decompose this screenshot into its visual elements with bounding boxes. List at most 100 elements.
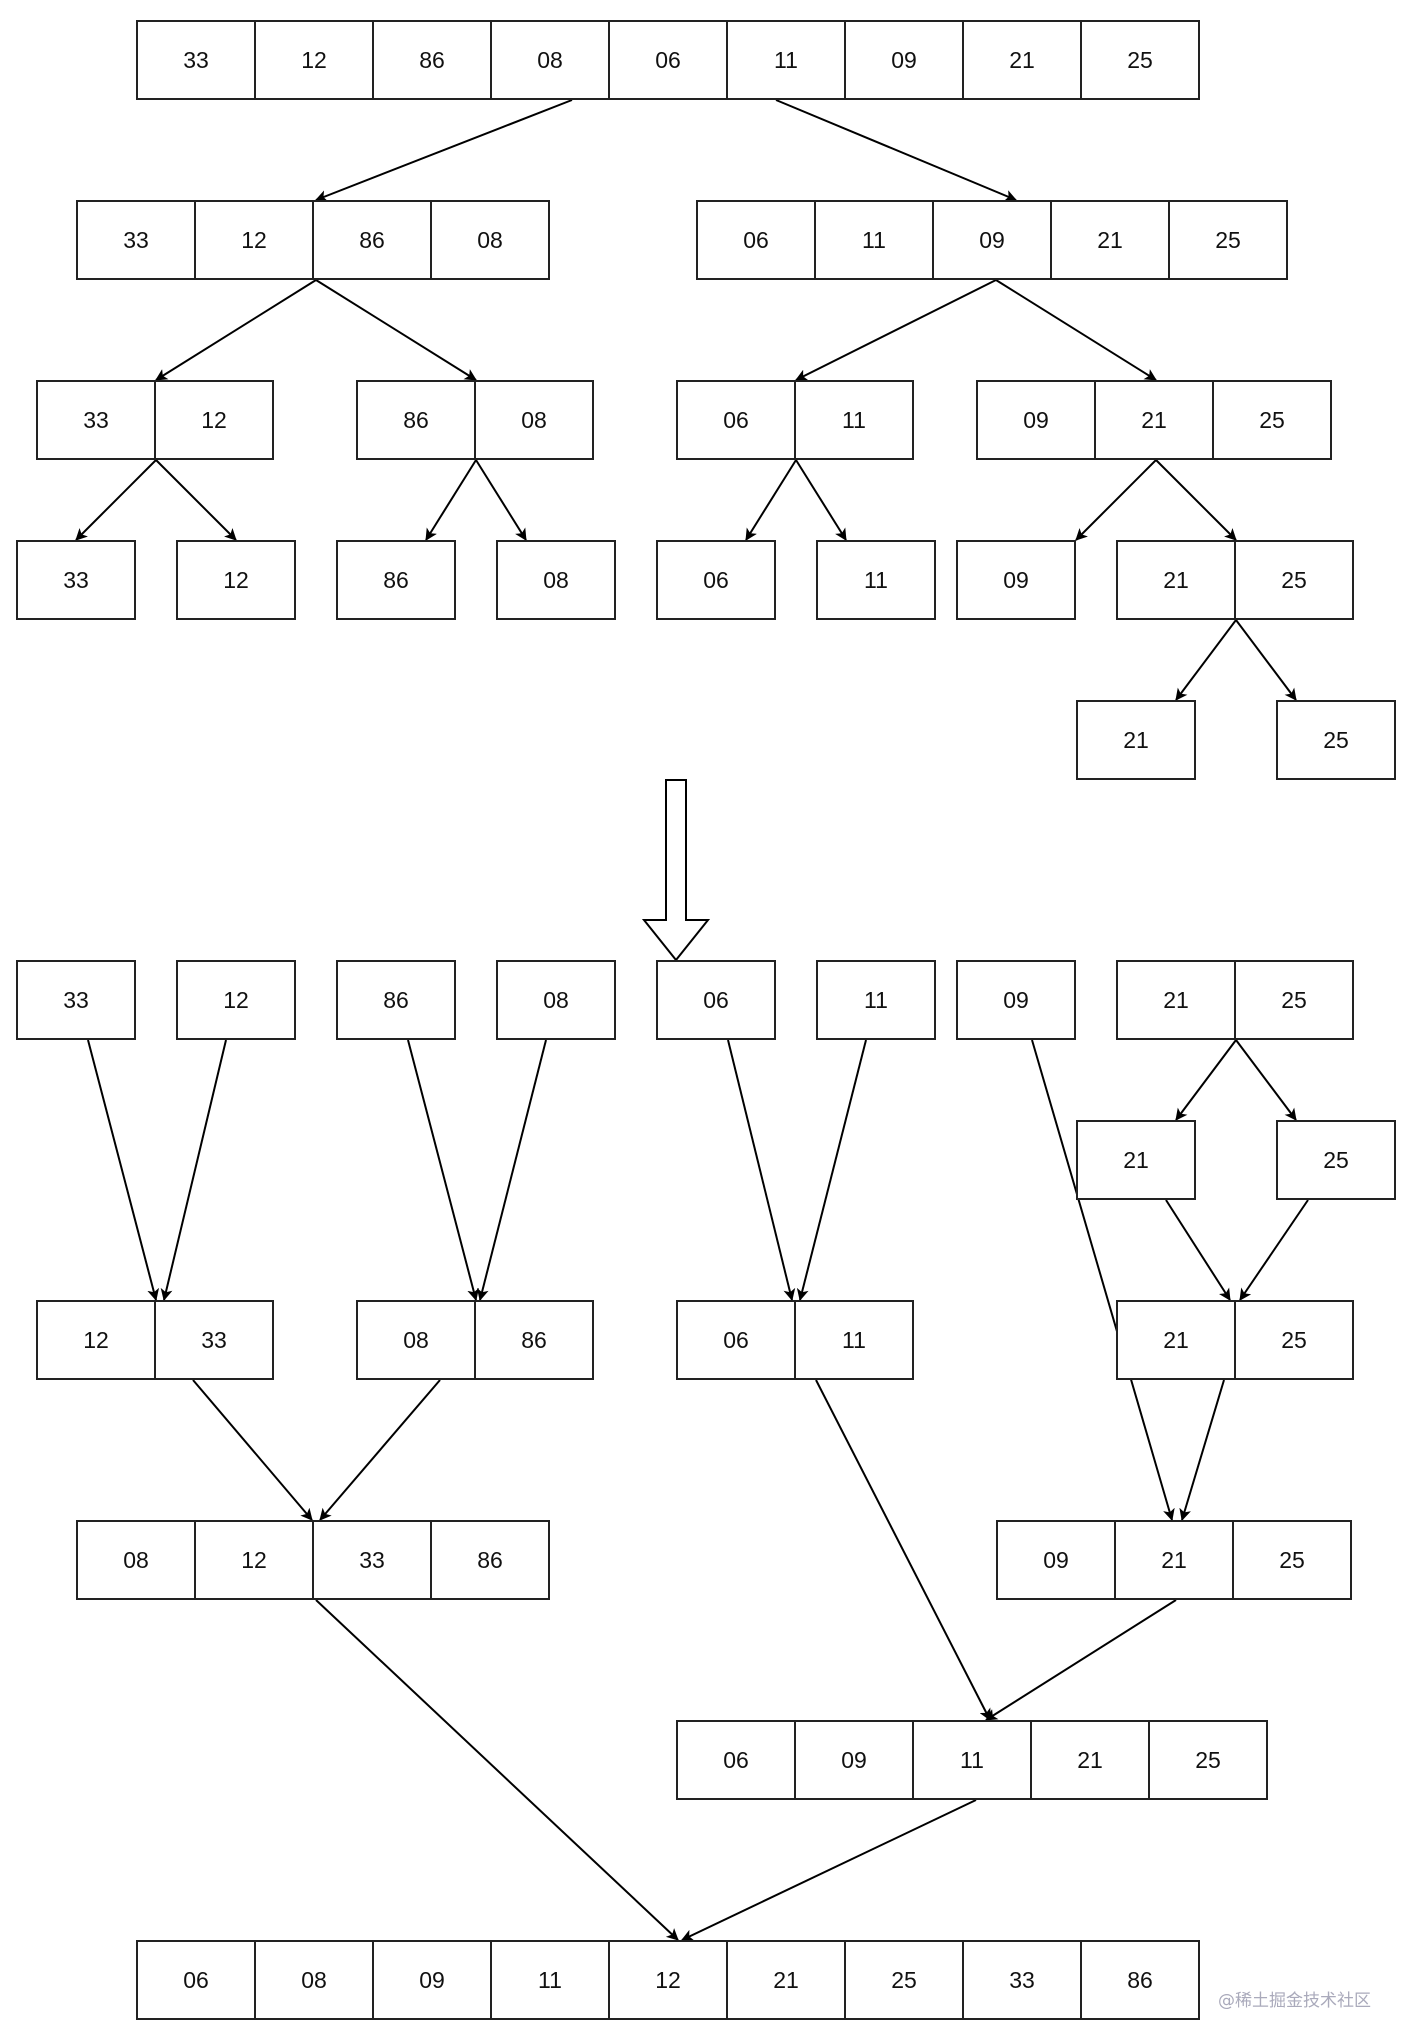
array-cell: 11: [814, 200, 934, 280]
array-cell: 21: [1116, 1300, 1236, 1380]
split-level3-array: 08: [496, 540, 616, 620]
array-cell: 33: [312, 1520, 432, 1600]
array-cell: 09: [932, 200, 1052, 280]
array-cell: 25: [844, 1940, 964, 2020]
array-cell: 86: [474, 1300, 594, 1380]
array-cell: 25: [1148, 1720, 1268, 1800]
array-cell: 06: [676, 1300, 796, 1380]
array-cell: 09: [956, 960, 1076, 1040]
connector-arrow: [155, 459, 237, 541]
connector-arrow: [319, 1379, 441, 1521]
array-cell: 08: [474, 380, 594, 460]
array-cell: 86: [372, 20, 492, 100]
watermark: @稀土掘金技术社区: [1218, 1991, 1371, 2011]
array-cell: 09: [844, 20, 964, 100]
array-cell: 25: [1168, 200, 1288, 280]
array-cell: 12: [176, 540, 296, 620]
split-level3-array: 33: [16, 540, 136, 620]
array-cell: 09: [794, 1720, 914, 1800]
array-cell: 12: [254, 20, 374, 100]
array-cell: 11: [816, 540, 936, 620]
array-cell: 08: [254, 1940, 374, 2020]
connector-arrow: [155, 279, 317, 381]
array-cell: 12: [36, 1300, 156, 1380]
merge-leaf-array: 08: [496, 960, 616, 1040]
array-cell: 06: [136, 1940, 256, 2020]
array-cell: 21: [726, 1940, 846, 2020]
array-cell: 21: [1076, 1120, 1196, 1200]
array-cell: 08: [430, 200, 550, 280]
array-cell: 33: [16, 540, 136, 620]
split-level4-array: 21: [1076, 700, 1196, 780]
array-cell: 86: [336, 540, 456, 620]
array-cell: 21: [1050, 200, 1170, 280]
connector-arrow: [745, 459, 797, 541]
array-cell: 09: [372, 1940, 492, 2020]
array-cell: 09: [956, 540, 1076, 620]
split-level3-array: 09: [956, 540, 1076, 620]
array-cell: 08: [496, 540, 616, 620]
merge-leaf-array: 12: [176, 960, 296, 1040]
array-cell: 25: [1276, 1120, 1396, 1200]
array-cell: 86: [336, 960, 456, 1040]
split-level3-array: 86: [336, 540, 456, 620]
array-cell: 06: [656, 960, 776, 1040]
array-cell: 33: [154, 1300, 274, 1380]
connector-arrow: [1179, 1379, 1225, 1521]
array-cell: 06: [676, 1720, 796, 1800]
array-cell: 06: [696, 200, 816, 280]
array-cell: 12: [176, 960, 296, 1040]
array-cell: 25: [1234, 1300, 1354, 1380]
connector-arrow: [775, 99, 1017, 202]
array-cell: 33: [76, 200, 196, 280]
connector-arrow: [985, 1599, 1177, 1721]
array-cell: 08: [76, 1520, 196, 1600]
array-cell: 06: [656, 540, 776, 620]
array-cell: 11: [490, 1940, 610, 2020]
connector-arrow: [315, 1599, 679, 1941]
connector-arrow: [192, 1379, 313, 1521]
connector-arrow: [1175, 619, 1237, 701]
array-cell: 21: [1094, 380, 1214, 460]
connector-arrow: [727, 1039, 796, 1301]
merge-split-array: 25: [1276, 1120, 1396, 1200]
array-cell: 12: [194, 1520, 314, 1600]
split-level3-array: 06: [656, 540, 776, 620]
array-cell: 86: [312, 200, 432, 280]
array-cell: 08: [356, 1300, 476, 1380]
split-level4-array: 25: [1276, 700, 1396, 780]
array-cell: 11: [912, 1720, 1032, 1800]
merge-leaf-array: 11: [816, 960, 936, 1040]
connector-arrow: [1175, 1039, 1237, 1121]
merge-split-array: 21: [1076, 1120, 1196, 1200]
merge-leaf-array: 09: [956, 960, 1076, 1040]
split-level3-array: 12: [176, 540, 296, 620]
connector-arrow: [815, 1379, 991, 1721]
connector-arrow: [1235, 1039, 1297, 1121]
connector-arrow: [1165, 1199, 1231, 1301]
connector-arrow: [1031, 1039, 1175, 1521]
connector-arrow: [995, 279, 1157, 381]
array-cell: 11: [726, 20, 846, 100]
array-cell: 12: [194, 200, 314, 280]
array-cell: 86: [1080, 1940, 1200, 2020]
connector-arrow: [476, 1039, 547, 1301]
merge-leaf-array: 33: [16, 960, 136, 1040]
connector-arrow: [795, 279, 997, 381]
connector-arrow: [681, 1799, 977, 1941]
array-cell: 21: [1116, 960, 1236, 1040]
array-cell: 86: [356, 380, 476, 460]
array-cell: 21: [962, 20, 1082, 100]
connector-arrow: [475, 459, 527, 541]
connector-arrow: [1235, 619, 1297, 701]
